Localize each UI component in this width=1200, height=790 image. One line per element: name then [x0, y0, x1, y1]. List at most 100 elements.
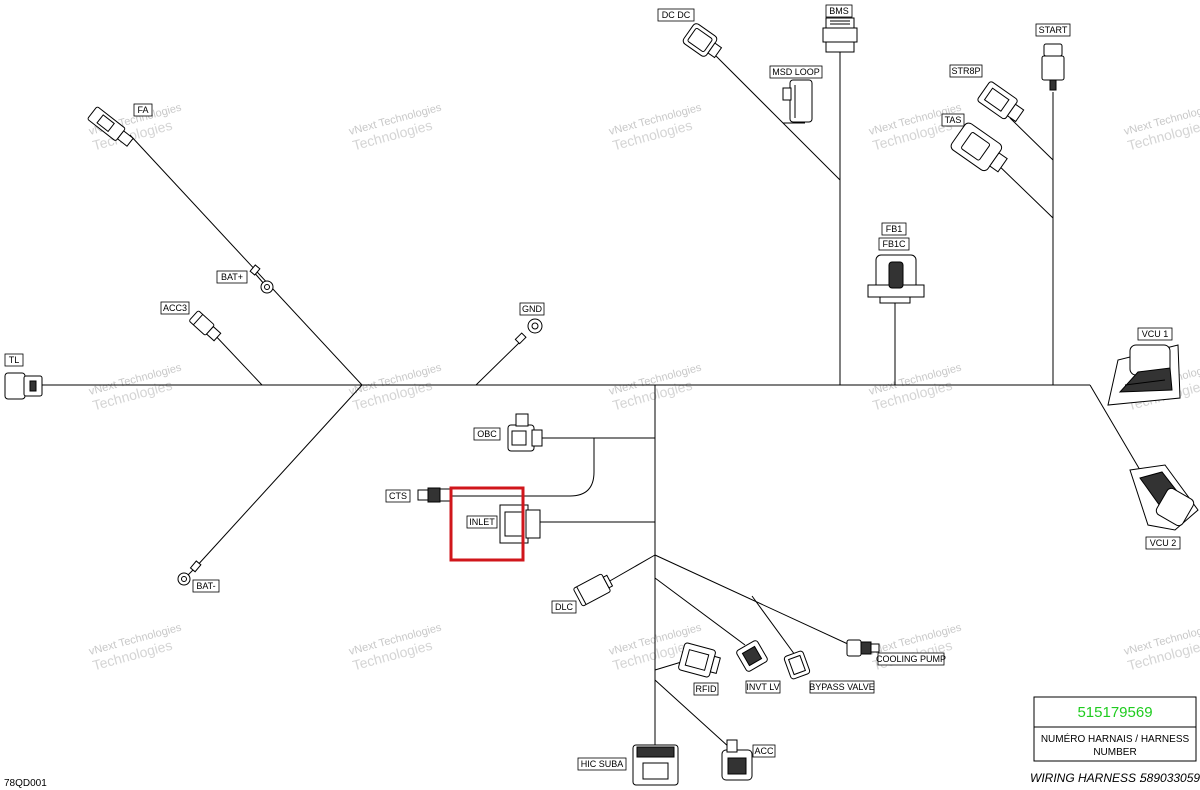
bypass-valve-connector	[783, 650, 811, 680]
label-fa: FA	[133, 103, 153, 117]
harness-part-number: 515179569	[1077, 704, 1152, 721]
label-text: INLET	[469, 517, 495, 527]
rfid-connector	[678, 642, 721, 678]
label-text: GND	[522, 304, 543, 314]
str8p-branch-wire	[1009, 117, 1054, 161]
label-text: BYPASS VALVE	[809, 682, 875, 692]
label-bat-plus: BAT+	[216, 270, 248, 284]
drawing-code: 78QD001	[4, 778, 47, 789]
label-acc3: ACC3	[160, 301, 190, 315]
label-text: DC DC	[662, 10, 691, 20]
acc3-connector	[189, 310, 222, 342]
hic-suba-connector	[632, 744, 679, 786]
gnd-ring-terminal	[514, 318, 543, 345]
label-text: FA	[137, 105, 148, 115]
bms-connector	[822, 17, 858, 53]
invt-lv-connector	[736, 640, 768, 672]
label-vcu1: VCU 1	[1137, 327, 1173, 341]
label-gnd: GND	[519, 302, 545, 316]
dcdc-branch-wire	[709, 49, 841, 181]
label-text: VCU 1	[1142, 329, 1169, 339]
label-tl: TL	[4, 353, 24, 367]
label-rfid: RFID	[693, 682, 719, 696]
bypass-valve-branch-wire	[751, 595, 796, 656]
label-str8p: STR8P	[949, 64, 983, 78]
tas-connector	[950, 122, 1008, 173]
label-text: MSD LOOP	[772, 67, 820, 77]
vcu2-branch-wire	[1089, 384, 1141, 471]
title-block: 515179569 NUMÉRO HARNAIS / HARNESS NUMBE…	[1030, 696, 1200, 785]
tl-connector	[4, 372, 43, 400]
label-text: ACC	[754, 746, 774, 756]
bat-minus-branch-wire	[194, 384, 363, 569]
label-text: STR8P	[951, 66, 980, 76]
label-vcu2: VCU 2	[1145, 536, 1181, 550]
fb1-connector	[867, 254, 925, 304]
cooling-pump-connector	[846, 639, 880, 657]
label-fb1c: FB1C	[878, 237, 910, 251]
label-text: VCU 2	[1150, 538, 1177, 548]
label-inlet: INLET	[466, 515, 498, 529]
label-obc: OBC	[473, 427, 501, 441]
vcu2-connector	[1129, 464, 1199, 531]
label-cooling-pump: COOLING PUMP	[876, 652, 946, 666]
label-text: RFID	[696, 684, 717, 694]
label-text: ACC3	[163, 303, 187, 313]
label-bms: BMS	[825, 4, 853, 18]
wiring-harness-label: WIRING HARNESS :	[1030, 771, 1143, 785]
label-text: INVT LV	[746, 682, 779, 692]
start-connector	[1041, 43, 1065, 91]
msd-loop-connector	[782, 79, 813, 123]
label-cts: CTS	[385, 489, 411, 503]
label-text: FB1C	[882, 239, 906, 249]
label-bat-minus: BAT-	[192, 579, 220, 593]
label-fb1: FB1	[881, 222, 907, 236]
label-dcdc: DC DC	[657, 8, 695, 22]
bat-plus-ring-terminal	[249, 264, 274, 294]
cts-branch-wire	[450, 438, 595, 497]
acc3-branch-wire	[211, 331, 263, 386]
label-text: CTS	[389, 491, 407, 501]
dlc-branch-wire	[607, 554, 656, 583]
label-msd-loop: MSD LOOP	[769, 65, 823, 79]
str8p-connector	[977, 81, 1025, 123]
label-acc: ACC	[752, 744, 776, 758]
label-text: DLC	[555, 602, 574, 612]
connector-labels: DC DC BMS MSD LOOP START STR8P TAS FA FB…	[4, 4, 1181, 771]
label-text: TL	[9, 355, 20, 365]
fa-branch-wire	[129, 134, 363, 386]
label-text: HIC SUBA	[581, 759, 624, 769]
obc-connector	[507, 413, 543, 452]
label-invt-lv: INVT LV	[745, 680, 781, 694]
acc-branch-wire	[654, 679, 731, 749]
label-dlc: DLC	[551, 600, 577, 614]
invt-lv-branch-wire	[654, 577, 746, 646]
acc-connector	[721, 739, 753, 781]
gnd-branch-wire	[475, 339, 523, 386]
label-bypass-valve: BYPASS VALVE	[809, 680, 875, 694]
harness-wires	[42, 49, 1141, 765]
label-text: FB1	[886, 224, 903, 234]
dlc-connector	[573, 573, 614, 607]
wiring-harness-number: 589033059	[1140, 771, 1200, 785]
label-text: TAS	[945, 115, 962, 125]
label-text: COOLING PUMP	[876, 654, 946, 664]
cts-connector	[417, 487, 451, 503]
label-hic-suba: HIC SUBA	[577, 757, 627, 771]
dcdc-connector	[682, 23, 723, 59]
fa-connector	[87, 106, 134, 147]
label-text: BAT+	[221, 272, 243, 282]
harness-number-caption-line2: NUMBER	[1093, 747, 1136, 758]
label-text: BMS	[829, 6, 849, 16]
label-start: START	[1035, 23, 1071, 37]
vcu1-connector	[1107, 344, 1181, 406]
label-text: OBC	[477, 429, 497, 439]
inlet-connector	[499, 504, 541, 544]
label-tas: TAS	[941, 113, 965, 127]
label-text: BAT-	[196, 581, 215, 591]
inlet-highlight-box	[449, 486, 525, 562]
tas-branch-wire	[992, 159, 1054, 219]
label-text: START	[1039, 25, 1068, 35]
